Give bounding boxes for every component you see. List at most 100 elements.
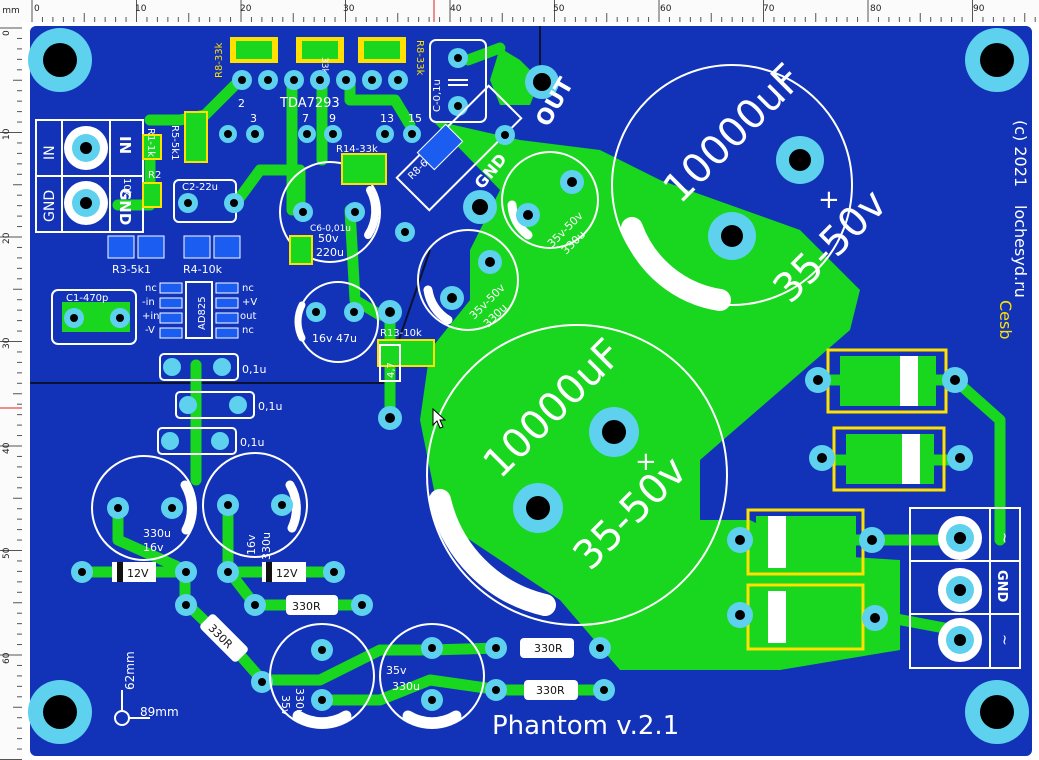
ruler-top-label: 10	[135, 4, 147, 14]
pin-label: 3	[250, 112, 257, 125]
capacitor-330u-left[interactable]: 330u 16v	[91, 455, 197, 561]
resistors-330r[interactable]: 330R 330R 330R 330R	[175, 594, 615, 701]
chip-label: TDA7293	[279, 96, 340, 111]
cap-01-label: 0,1u	[258, 400, 282, 413]
pin-label: 2	[238, 97, 245, 110]
capacitor-c1[interactable]: C1-470p	[51, 289, 137, 345]
capacitor-c6[interactable]: 50v 220u C6-0,01u	[279, 161, 381, 265]
dimension-height: 62mm	[123, 651, 137, 690]
r5-label: R5-5k1	[169, 125, 180, 160]
resistors-r3-r4[interactable]: R3-5k1 R4-10k	[107, 235, 241, 276]
c6-label: C6-0,01u	[310, 224, 351, 234]
c-0-1u-label: C-0,1u	[432, 79, 443, 112]
r330-label: 330R	[292, 600, 321, 613]
dimension-width: 89mm	[140, 705, 179, 719]
opamp-pin: -in	[142, 297, 155, 308]
c6-volt: 50v	[318, 232, 339, 245]
r-top-left-label: R8-33k	[214, 42, 225, 78]
smd-parts-top-left[interactable]: R1-1k R5-5k1 R2 10k C2-22u	[121, 111, 244, 223]
bottom-capacitor-1[interactable]: 35v 330u	[269, 623, 375, 729]
opamp-pin: -V	[145, 325, 155, 336]
resistor-r13[interactable]: R13-10k 4,7	[377, 300, 435, 430]
r-top-mid-label: 33k	[319, 57, 329, 74]
r47-label: 4,7	[386, 362, 397, 378]
bottom-cap-2-volt: 35v	[386, 664, 407, 677]
opamp-pin: out	[240, 311, 256, 322]
zener-2-label: 12V	[276, 567, 298, 580]
ruler-left-label: 0	[2, 30, 12, 36]
capacitor-c-0-1u[interactable]: C-0,1u	[429, 39, 487, 123]
ruler-left-label: 40	[2, 442, 12, 454]
pcb-board[interactable]: 10000uF 35-50v + 10000uF 35-50v + 35v-50…	[22, 22, 1039, 760]
input-label-gnd-2: GND	[116, 188, 134, 225]
c6-cap: 220u	[316, 246, 344, 259]
ruler-top-label: 50	[553, 4, 565, 14]
bottom-capacitor-2[interactable]: 35v 330u	[379, 623, 485, 729]
ruler-top-label: 60	[660, 4, 672, 14]
ruler-left-scale: 0 10 20 30 40 50 60	[0, 27, 22, 760]
ruler-unit: mm	[0, 0, 22, 22]
big-cap-1-plus: +	[818, 185, 840, 215]
capacitor-330u-right[interactable]: 16v 330u	[202, 452, 308, 560]
zener-diodes[interactable]: 12V 12V	[71, 561, 345, 583]
big-cap-2-plus: +	[635, 447, 657, 477]
opamp-ad825[interactable]: AD825 nc -in +in -V nc +V out nc	[142, 281, 257, 339]
power-label-ac2: ~	[996, 634, 1012, 646]
power-label-ac1: ~	[996, 532, 1012, 544]
ruler-left-label: 30	[2, 337, 12, 349]
ruler-top-label: 20	[240, 4, 252, 14]
mounting-holes	[28, 28, 1029, 744]
capacitor-16v-47u[interactable]: 16v 47u	[294, 281, 379, 363]
ruler-top-label: 90	[973, 4, 985, 14]
ruler-top[interactable]: 0 10 20 30 40 50 60 70 80 90	[0, 0, 1039, 23]
r330-label: 330R	[534, 642, 563, 655]
ruler-top-label: 40	[450, 4, 462, 14]
ruler-left[interactable]: 0 10 20 30 40 50 60	[0, 22, 23, 760]
input-label-gnd: GND	[42, 190, 58, 222]
r14-label: R14-33k	[336, 144, 378, 155]
site-text: lochesyd.ru	[1011, 205, 1030, 298]
resistor-r14[interactable]: R14-33k	[336, 144, 387, 185]
c-16v-label: 16v 47u	[312, 332, 357, 345]
ruler-left-label: 10	[2, 128, 12, 140]
r-top-right-label: R8-33k	[414, 40, 425, 76]
opamp-pin: nc	[145, 283, 157, 294]
ruler-left-label: 20	[2, 232, 12, 244]
power-label-gnd: GND	[994, 570, 1009, 603]
opamp-pin: nc	[242, 325, 254, 336]
cap-01-label: 0,1u	[242, 363, 266, 376]
pin-label: 15	[408, 112, 422, 125]
opamp-pin: +in	[142, 311, 160, 322]
bridge-diodes[interactable]	[727, 348, 973, 651]
r3-label: R3-5k1	[112, 263, 151, 276]
decoupling-caps[interactable]: 0,1u 0,1u 0,1u	[157, 353, 282, 455]
ruler-top-label: 30	[343, 4, 355, 14]
bottom-cap-1-volt: 35v	[279, 695, 292, 716]
r2-label: R2	[148, 170, 161, 181]
top-resistor-row[interactable]: R8-33k 33k R8-33k	[214, 37, 425, 78]
ruler-top-label: 70	[763, 4, 775, 14]
c2-label: C2-22u	[182, 182, 218, 193]
c1-label: C1-470p	[66, 293, 108, 304]
pin-label: 9	[329, 112, 336, 125]
ruler-top-label: 80	[870, 4, 882, 14]
cap-01-label: 0,1u	[240, 436, 264, 449]
opamp-pin: +V	[242, 297, 257, 308]
bottom-cap-2-value: 330u	[392, 680, 420, 693]
bottom-cap-1-value: 330u	[293, 688, 306, 716]
power-connector[interactable]: ~ GND ~	[909, 507, 1021, 669]
chip-tda7293[interactable]: TDA7293 2 3 7 9 13 15	[219, 70, 422, 143]
input-label-in: IN	[42, 145, 58, 160]
author-text: Cesb	[996, 300, 1015, 340]
ruler-left-label: 50	[2, 547, 12, 559]
input-connector[interactable]: IN GND IN GND	[35, 119, 144, 233]
ruler-top-label: 0	[34, 4, 40, 14]
r13-label: R13-10k	[380, 328, 422, 339]
cap-left-volt: 16v	[143, 541, 164, 554]
pin-label: 13	[380, 112, 394, 125]
pcb-canvas[interactable]: 10000uF 35-50v + 10000uF 35-50v + 35v-50…	[22, 22, 1039, 760]
ruler-left-label: 60	[2, 652, 12, 664]
cap-right-value: 330u	[260, 532, 273, 560]
board-title: Phantom v.2.1	[492, 711, 679, 741]
